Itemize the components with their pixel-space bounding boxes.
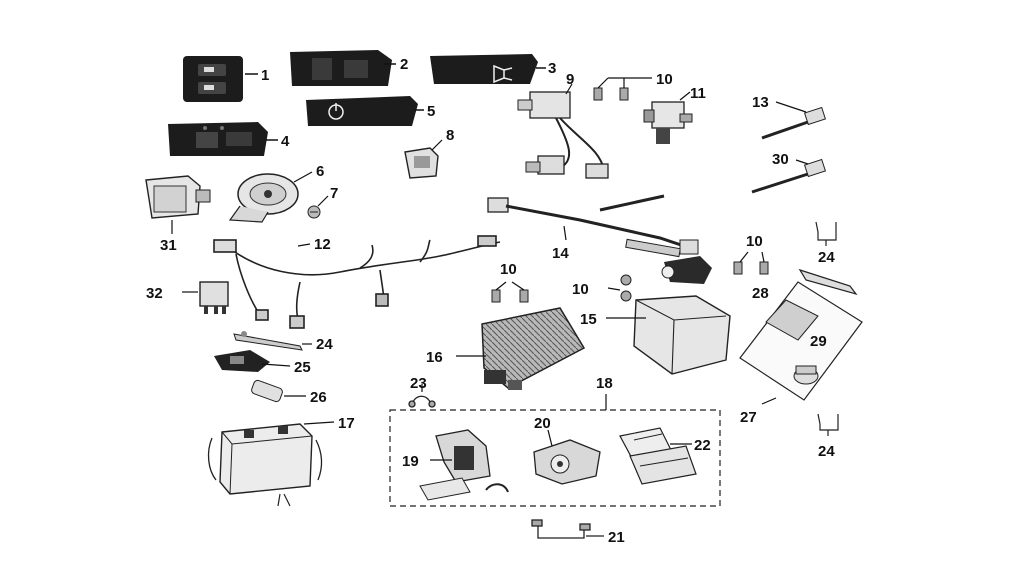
callout-21: 21 (608, 529, 625, 546)
part-gasket-22 (619, 427, 697, 485)
part-bolts-10-ecu (607, 274, 632, 302)
part-screws-21 (531, 519, 604, 539)
part-bolt-7 (307, 205, 321, 219)
part-screws-24-top (815, 221, 837, 246)
callout-24-top: 24 (818, 249, 835, 266)
group-box-18 (389, 394, 721, 507)
callout-labels: 1 2 3 4 5 6 7 8 9 10 10 10 10 11 12 13 1… (146, 56, 835, 546)
part-horn-6 (228, 173, 299, 223)
part-fuse-26 (251, 379, 283, 403)
callout-10-mid: 10 (500, 261, 517, 278)
callout-12: 12 (314, 236, 331, 253)
part-switch-4 (168, 122, 268, 156)
callout-32: 32 (146, 285, 163, 302)
callout-31: 31 (160, 237, 177, 254)
part-harness-12 (213, 235, 501, 329)
part-bolts-10-right (733, 251, 769, 275)
part-regulator-16 (481, 307, 586, 390)
callout-24-left: 24 (316, 336, 333, 353)
callout-23: 23 (410, 375, 427, 392)
part-screws-24-bottom (817, 413, 839, 436)
callout-2: 2 (400, 56, 408, 73)
callout-9: 9 (566, 71, 574, 88)
callout-25: 25 (294, 359, 311, 376)
part-harness-9 (517, 91, 609, 179)
callout-4: 4 (281, 133, 290, 150)
callout-22: 22 (694, 437, 711, 454)
part-relay-8 (404, 147, 439, 179)
horn-icon (493, 64, 513, 84)
callout-8: 8 (446, 127, 454, 144)
callout-29: 29 (810, 333, 827, 350)
callout-18: 18 (596, 375, 613, 392)
part-switch-20 (533, 439, 601, 485)
part-connector-25 (214, 350, 270, 372)
callout-15: 15 (580, 311, 597, 328)
callout-28: 28 (752, 285, 769, 302)
part-bolts-10-top (593, 77, 652, 101)
part-cable-30 (751, 158, 827, 194)
callout-16: 16 (426, 349, 443, 366)
part-switch-5 (306, 96, 418, 126)
part-relay-31 (145, 175, 211, 219)
callout-11: 11 (690, 85, 706, 102)
callout-30: 30 (772, 151, 789, 168)
callout-10-ecu: 10 (572, 281, 589, 298)
part-bracket-28 (798, 268, 858, 296)
part-battery-17 (207, 423, 323, 507)
part-cdi-15 (633, 295, 731, 375)
part-horn-switch-3 (430, 54, 538, 84)
part-sensor-19 (419, 429, 509, 501)
part-regulator-11 (643, 101, 693, 144)
part-bolts-10-mid (491, 281, 529, 303)
part-relay-32 (199, 281, 229, 314)
part-kit-27 (739, 281, 863, 401)
callout-1: 1 (261, 67, 269, 84)
callout-19: 19 (402, 453, 419, 470)
part-switch-1 (183, 56, 243, 102)
callout-6: 6 (316, 163, 324, 180)
callout-3: 3 (548, 60, 556, 77)
part-cable-14 (487, 194, 712, 284)
callout-5: 5 (427, 103, 435, 120)
power-icon (328, 103, 344, 120)
callout-26: 26 (310, 389, 327, 406)
callout-10-right: 10 (746, 233, 763, 250)
callout-20: 20 (534, 415, 551, 432)
callout-24-bottom: 24 (818, 443, 835, 460)
callout-17: 17 (338, 415, 355, 432)
part-switch-2 (290, 50, 392, 86)
callout-13: 13 (752, 94, 769, 111)
part-clip-23 (408, 395, 436, 408)
callout-10-top: 10 (656, 71, 673, 88)
part-bracket-24-left (233, 331, 303, 351)
callout-7: 7 (330, 185, 338, 202)
callout-14: 14 (552, 245, 569, 262)
part-cable-13 (761, 106, 827, 140)
callout-27: 27 (740, 409, 757, 426)
